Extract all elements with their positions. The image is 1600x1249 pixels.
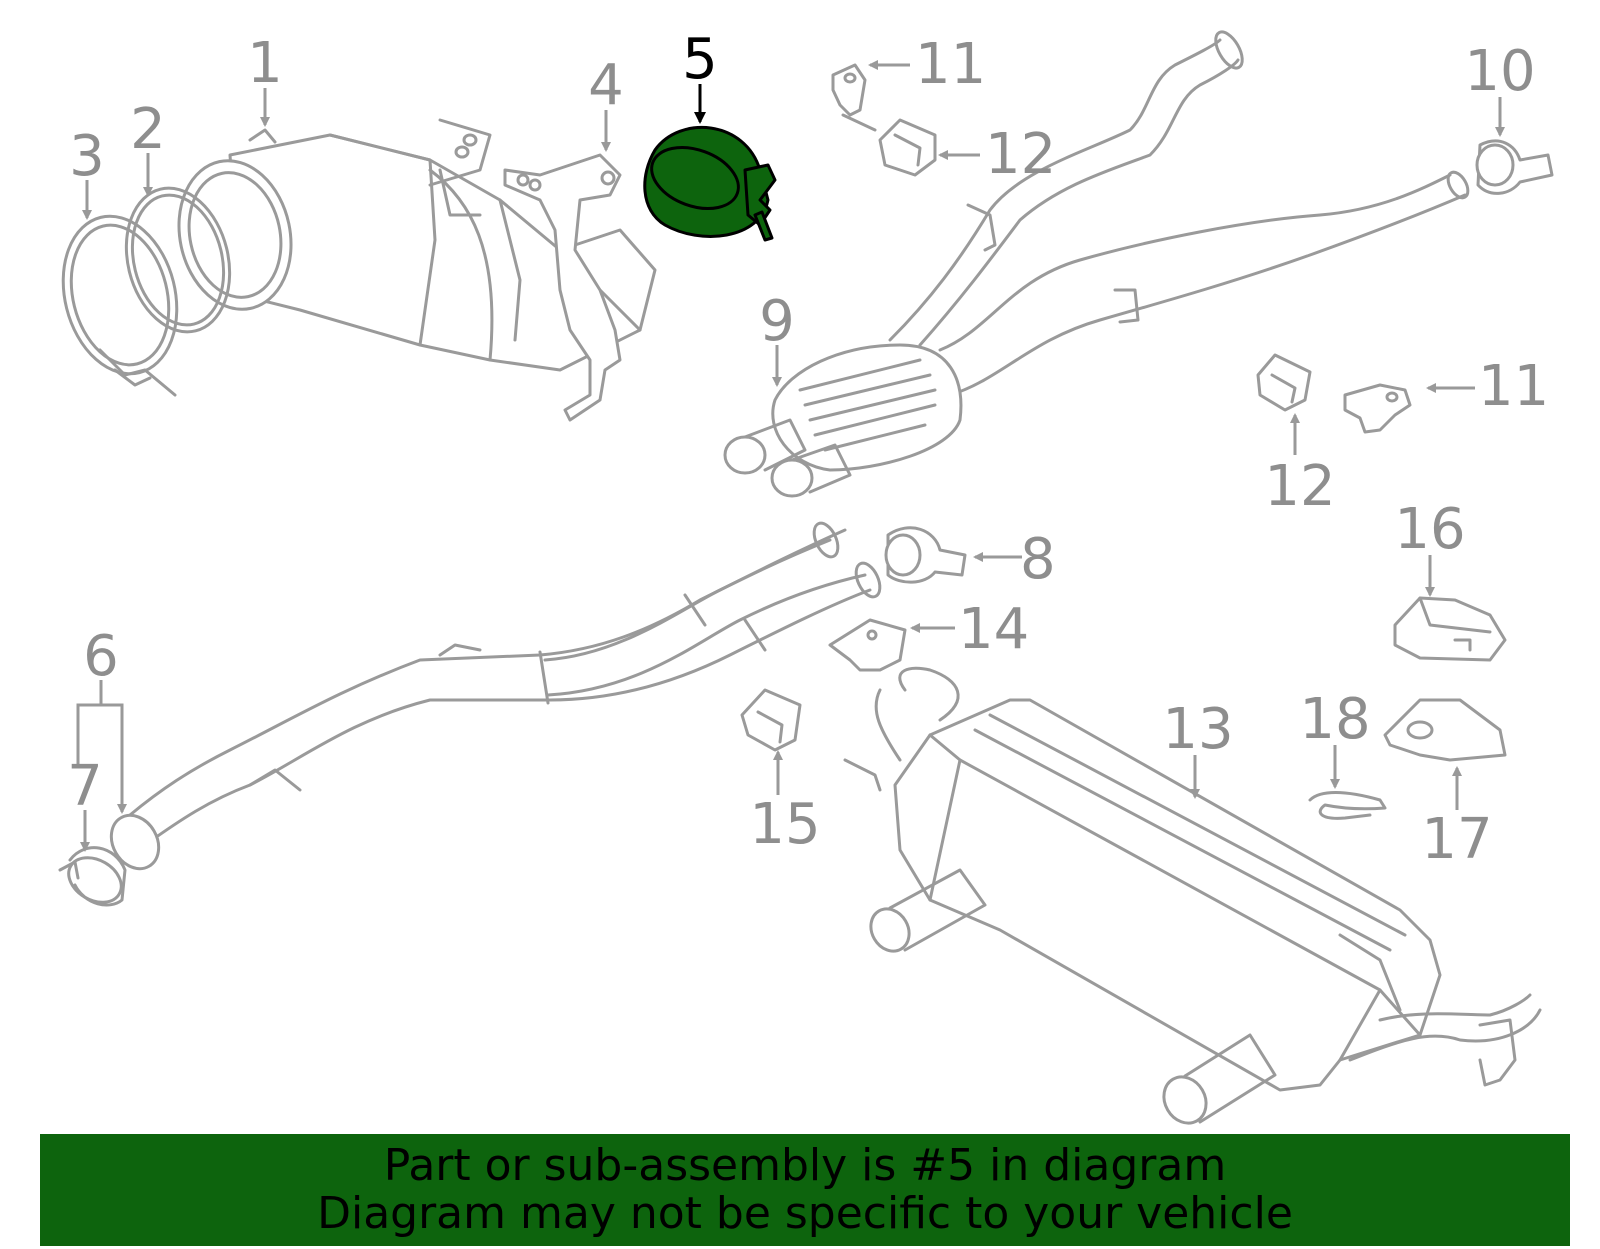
clip-part-18 <box>1308 791 1387 820</box>
highlighted-exhaust-clamp-part-5 <box>643 126 777 242</box>
callout-7: 7 <box>67 754 103 819</box>
front-muffler-pipe-part <box>723 30 1470 498</box>
callout-13: 13 <box>1162 697 1233 762</box>
callout-8: 8 <box>1020 527 1056 592</box>
hanger-insulator-part-15 <box>740 688 802 752</box>
actuator-part-16 <box>1393 596 1507 662</box>
callout-12-top: 12 <box>985 122 1056 187</box>
callout-labels: 1 2 3 4 5 6 7 8 9 10 11 11 12 12 13 14 1… <box>67 27 1549 872</box>
info-banner: Part or sub-assembly is #5 in diagram Di… <box>40 1134 1570 1246</box>
exhaust-isolator-part-8 <box>884 526 967 584</box>
hanger-bracket-part-11-top <box>831 63 877 132</box>
callout-16: 16 <box>1394 497 1465 562</box>
banner-line-disclaimer: Diagram may not be specific to your vehi… <box>317 1188 1293 1239</box>
bracket-part-14 <box>828 618 907 672</box>
callout-18: 18 <box>1299 687 1370 752</box>
banner-line-part-number: Part or sub-assembly is #5 in diagram <box>383 1140 1227 1191</box>
callout-4: 4 <box>588 53 624 118</box>
leader-lines <box>76 60 1505 852</box>
exhaust-isolator-part-10 <box>1475 139 1554 195</box>
hanger-insulator-part-12-right <box>1256 353 1312 412</box>
callout-17: 17 <box>1421 807 1492 872</box>
callout-15: 15 <box>749 792 820 857</box>
callout-1: 1 <box>247 31 283 96</box>
catalytic-converter-part <box>177 118 657 372</box>
callout-5-highlighted: 5 <box>682 27 718 92</box>
v-band-clamp-part <box>61 214 179 397</box>
bracket-part <box>503 153 622 422</box>
callout-6: 6 <box>83 624 119 689</box>
callout-12-right: 12 <box>1264 454 1335 519</box>
gasket-ring-part <box>124 186 232 334</box>
actuator-bracket-part-17 <box>1383 698 1507 762</box>
hanger-bracket-part-11-right <box>1343 383 1412 434</box>
callout-11-top: 11 <box>915 32 986 97</box>
intermediate-pipe-part-6 <box>109 521 882 871</box>
rear-muffler-part-13 <box>843 666 1542 1125</box>
hanger-insulator-part-12-top <box>878 118 937 177</box>
callout-14: 14 <box>958 597 1029 662</box>
callout-11-right: 11 <box>1478 354 1549 419</box>
callout-2: 2 <box>130 97 166 162</box>
callout-9: 9 <box>759 289 795 354</box>
callout-3: 3 <box>69 124 105 189</box>
callout-10: 10 <box>1464 39 1535 104</box>
